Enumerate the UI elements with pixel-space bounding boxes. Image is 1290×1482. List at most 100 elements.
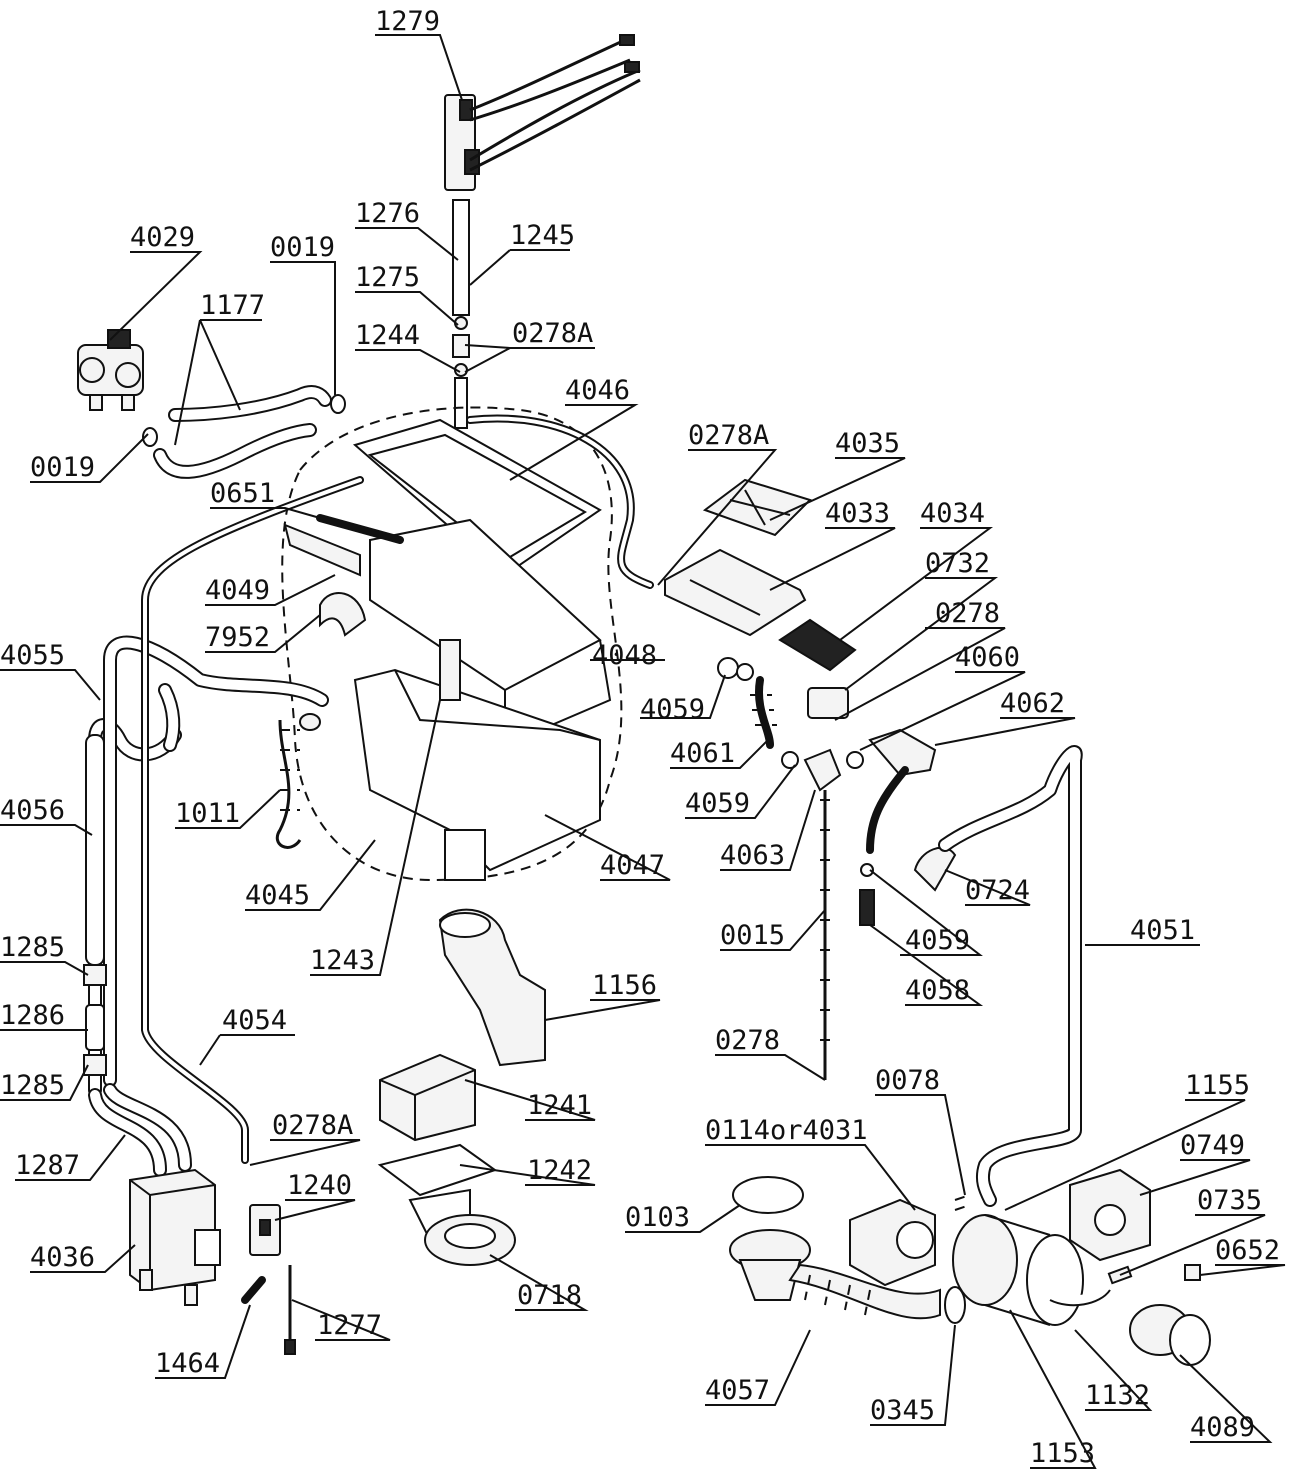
callout-4047: 4047 [600, 850, 665, 881]
callout-4056: 4056 [0, 795, 65, 826]
part-0749-motor [1069, 1168, 1151, 1262]
callout-0278a-top: 0278A [512, 318, 593, 349]
part-4033-tray [664, 548, 807, 637]
callout-4033: 4033 [825, 498, 890, 529]
part-1132-gasket [1049, 1289, 1111, 1307]
part-1240-sensor [241, 1204, 296, 1355]
callout-0114or4031: 0114or4031 [705, 1115, 868, 1146]
part-4029-inlet-valve [77, 329, 144, 411]
callout-1276: 1276 [355, 198, 420, 229]
callout-4062: 4062 [1000, 688, 1065, 719]
part-0651-pipe [316, 514, 404, 544]
part-1156-bellows [438, 908, 546, 1067]
callout-1241: 1241 [527, 1090, 592, 1121]
callout-0724: 0724 [965, 875, 1030, 906]
callout-1132: 1132 [1085, 1380, 1150, 1411]
callout-4048: 4048 [592, 640, 657, 671]
part-0103-clamp [732, 1176, 804, 1214]
part-1287-hose [88, 1083, 192, 1177]
callout-1275: 1275 [355, 262, 420, 293]
part-4034-lever [778, 618, 857, 672]
callout-0019-top: 0019 [270, 232, 335, 263]
callout-4034: 4034 [920, 498, 985, 529]
part-4062-elbow [846, 728, 937, 854]
callout-4045: 4045 [245, 880, 310, 911]
callout-1177: 1177 [200, 290, 265, 321]
callout-1245: 1245 [510, 220, 575, 251]
callout-labels: 1279 1276 1245 4029 0019 1177 1275 0278A… [0, 6, 1280, 1469]
part-4055-4054-hoses [88, 414, 654, 1164]
part-0345-clamp [944, 1286, 966, 1324]
part-1285-1286-connectors [83, 734, 107, 1076]
callout-4057: 4057 [705, 1375, 770, 1406]
callout-0749: 0749 [1180, 1130, 1245, 1161]
part-4058-spring [859, 863, 875, 926]
callout-0103: 0103 [625, 1202, 690, 1233]
callout-4060: 4060 [955, 642, 1020, 673]
callout-4061: 4061 [670, 738, 735, 769]
callout-1153: 1153 [1030, 1438, 1095, 1469]
callout-0651: 0651 [210, 478, 275, 509]
part-1241-1242-motor [377, 1053, 498, 1242]
part-4089-filter [1129, 1304, 1211, 1366]
callout-1277: 1277 [317, 1310, 382, 1341]
part-4051-drain-hose [938, 745, 1083, 1207]
callout-1243: 1243 [310, 945, 375, 976]
callout-0078: 0078 [875, 1065, 940, 1096]
callout-1011: 1011 [175, 798, 240, 829]
callout-4055: 4055 [0, 640, 65, 671]
part-0015-tube-texture [820, 799, 830, 1041]
callout-0735: 0735 [1197, 1185, 1262, 1216]
callout-4063: 4063 [720, 840, 785, 871]
callout-0278a-mid: 0278A [688, 420, 769, 451]
callout-0019-left: 0019 [30, 452, 95, 483]
callout-0652: 0652 [1215, 1235, 1280, 1266]
callout-4054: 4054 [222, 1005, 287, 1036]
callout-0278-low: 0278 [715, 1025, 780, 1056]
callout-0345: 0345 [870, 1395, 935, 1426]
callout-1240: 1240 [287, 1170, 352, 1201]
callout-0718: 0718 [517, 1280, 582, 1311]
callout-1285-a: 1285 [0, 932, 65, 963]
part-4057-sump-hose [729, 1229, 941, 1320]
part-4045-dispenser-group [281, 406, 623, 882]
callout-0732: 0732 [925, 548, 990, 579]
callout-4089: 4089 [1190, 1412, 1255, 1443]
callout-0278a-low: 0278A [272, 1110, 353, 1141]
callout-7952: 7952 [205, 622, 270, 653]
callout-4051: 4051 [1130, 915, 1195, 946]
part-1153-filter-housing [952, 1214, 1084, 1326]
part-1011-spring-hose [276, 713, 321, 849]
part-0735-0652-small [1107, 1264, 1201, 1285]
part-1177-inlet-hoses [142, 385, 346, 479]
leader-lines [0, 34, 1286, 1469]
callout-1285-b: 1285 [0, 1070, 65, 1101]
part-0114-pump [849, 1198, 936, 1287]
part-1279-pressure-switch [444, 34, 641, 191]
callout-1279: 1279 [375, 6, 440, 37]
part-0078-spring [954, 1194, 971, 1211]
part-4036-heater-block [129, 1168, 221, 1306]
part-0724-elbow [913, 846, 957, 892]
callout-1242: 1242 [527, 1155, 592, 1186]
callout-4049: 4049 [205, 575, 270, 606]
callout-1244: 1244 [355, 320, 420, 351]
callout-4036: 4036 [30, 1242, 95, 1273]
callout-4059-a: 4059 [640, 694, 705, 725]
callout-4058: 4058 [905, 975, 970, 1006]
callout-4059-b: 4059 [685, 788, 750, 819]
callout-1156: 1156 [592, 970, 657, 1001]
callout-4035: 4035 [835, 428, 900, 459]
part-0732-actuator [807, 687, 849, 719]
part-1276-1245-pressure-tube [452, 199, 470, 429]
part-4063-junction [781, 748, 842, 792]
callout-0015: 0015 [720, 920, 785, 951]
part-4035-cover [702, 478, 812, 537]
part-0718-housing [424, 1214, 516, 1266]
callout-4046: 4046 [565, 375, 630, 406]
part-4061-spring-hose [717, 657, 777, 749]
part-4049-7952-small-parts [283, 523, 367, 637]
callout-4029: 4029 [130, 222, 195, 253]
callout-1155: 1155 [1185, 1070, 1250, 1101]
